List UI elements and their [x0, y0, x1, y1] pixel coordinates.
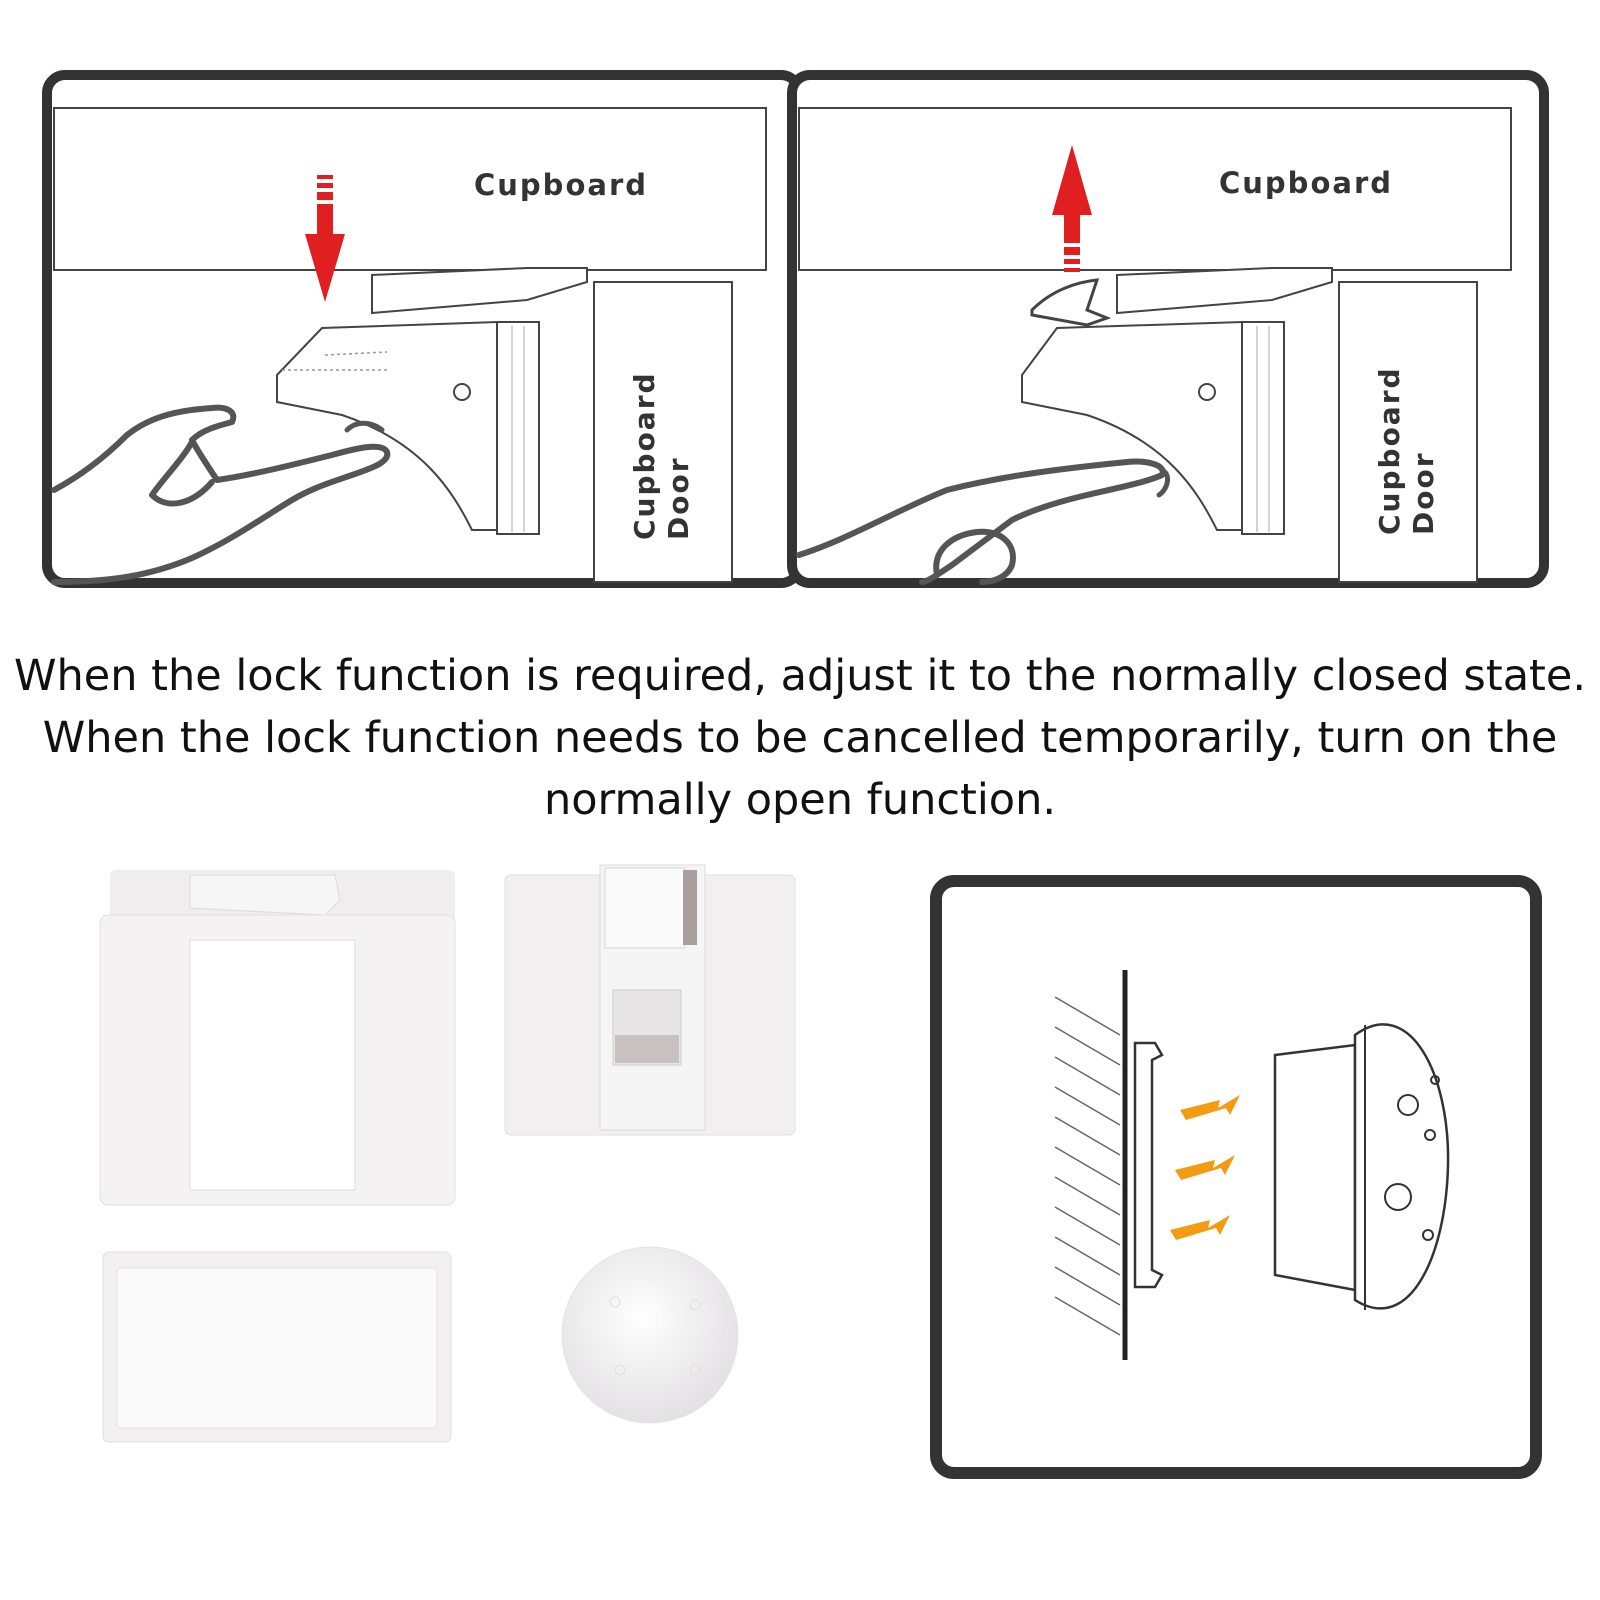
panel-unlocked-diagram: Cupboard Cupboard Door	[787, 70, 1549, 588]
latch-base-shape	[1241, 321, 1285, 535]
magnet-plate-shape	[371, 267, 588, 315]
door-label-line1: Cupboard	[628, 371, 661, 540]
door-label-line2: Door	[1407, 451, 1440, 535]
hand-icon	[796, 458, 1166, 585]
caption-line-3: normally open function.	[543, 775, 1057, 825]
cupboard-shape	[798, 107, 1512, 271]
latch-dome-shape	[1353, 1023, 1450, 1310]
latch-part	[504, 864, 796, 1136]
latch-screw-hole	[1198, 383, 1216, 401]
latch-magnet-shape	[1273, 1043, 1357, 1292]
latch-body-shape	[276, 320, 498, 531]
caption-line-1: When the lock function is required, adju…	[13, 651, 1587, 701]
caption-line-2: When the lock function needs to be cance…	[42, 713, 1558, 763]
instruction-caption: When the lock function is required, adju…	[0, 645, 1600, 831]
mounting-frame-part	[99, 870, 456, 1206]
cupboard-label: Cupboard	[1219, 166, 1393, 200]
product-parts-illustration	[99, 864, 796, 1443]
latch-body-shape	[1021, 320, 1243, 531]
door-plate-shape	[1133, 1041, 1164, 1289]
magnet-plate-shape	[1116, 267, 1333, 315]
cupboard-door-shape	[1338, 281, 1478, 583]
magnetic-force-icon	[1170, 1095, 1240, 1240]
cupboard-shape	[53, 107, 767, 271]
door-label-line2: Door	[662, 456, 695, 540]
latch-hook-shape	[1030, 278, 1112, 327]
latch-screw-hole	[453, 383, 471, 401]
magnet-plate-part	[102, 1251, 452, 1443]
cupboard-label: Cupboard	[474, 168, 648, 202]
latch-base-shape	[496, 321, 540, 535]
cupboard-door-shape	[593, 281, 733, 583]
hand-icon	[51, 404, 391, 585]
panel-locked-diagram: Cupboard Cupboard Door	[42, 70, 804, 588]
panel-magnet-diagram	[930, 875, 1542, 1479]
arrow-up-icon	[1052, 145, 1092, 272]
arrow-down-icon	[305, 175, 345, 302]
wall-hatch-shape	[1054, 996, 1121, 1336]
door-label-line1: Cupboard	[1373, 366, 1406, 535]
magnetic-key-part	[561, 1246, 739, 1424]
